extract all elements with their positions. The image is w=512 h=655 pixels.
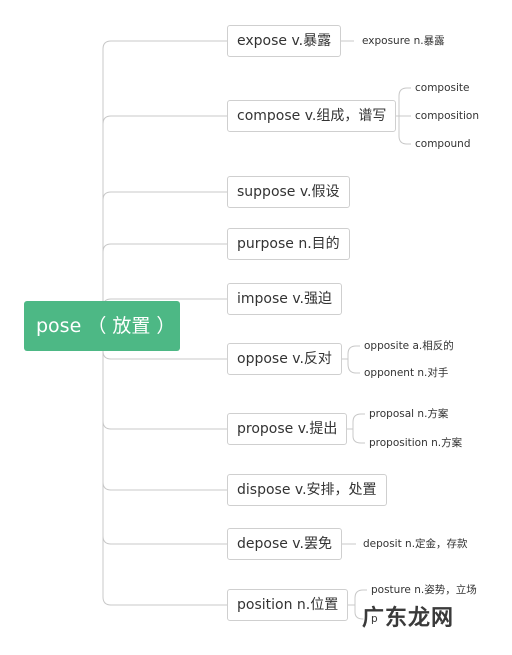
branch-node-compose: compose v.组成，谱写 [227, 100, 397, 132]
leaf-proposition: proposition n.方案 [369, 437, 463, 449]
branch-node-suppose: suppose v.假设 [227, 176, 350, 208]
branch-connector-purpose [102, 243, 227, 253]
branch-connector-oppose [102, 350, 227, 360]
leaf-composite: composite [415, 82, 470, 94]
branch-node-purpose: purpose n.目的 [227, 228, 350, 260]
leaf-opponent: opponent n.对手 [364, 367, 449, 379]
leaf-partial-hidden: p [371, 613, 378, 625]
branch-node-depose: depose v.罢免 [227, 528, 342, 560]
branch-connector-depose [102, 535, 227, 545]
branch-connector-suppose [102, 191, 227, 201]
branch-node-impose: impose v.强迫 [227, 283, 342, 315]
branch-connector-position [102, 596, 227, 606]
branch-node-expose: expose v.暴露 [227, 25, 342, 57]
leaf-posture: posture n.姿势，立场 [371, 584, 477, 596]
branch-node-dispose: dispose v.安排，处置 [227, 474, 387, 506]
branch-connector-propose [102, 420, 227, 430]
branch-connector-dispose [102, 481, 227, 491]
leaf-compound: compound [415, 138, 471, 150]
leaf-proposal: proposal n.方案 [369, 408, 449, 420]
branch-node-propose: propose v.提出 [227, 413, 348, 445]
root-node: pose （ 放置 ） [24, 301, 180, 351]
leaf-composition: composition [415, 110, 480, 122]
watermark-logo: 广东龙网 [362, 606, 455, 631]
leaf-opposite: opposite a.相反的 [364, 340, 454, 352]
branch-node-position: position n.位置 [227, 589, 349, 621]
branch-connector-expose [102, 40, 227, 50]
branch-connector-compose [102, 115, 227, 125]
leaf-deposit: deposit n.定金，存款 [363, 538, 468, 550]
branch-node-oppose: oppose v.反对 [227, 343, 342, 375]
leaf-connector-oppose [337, 345, 360, 374]
leaf-exposure: exposure n.暴露 [362, 35, 445, 47]
